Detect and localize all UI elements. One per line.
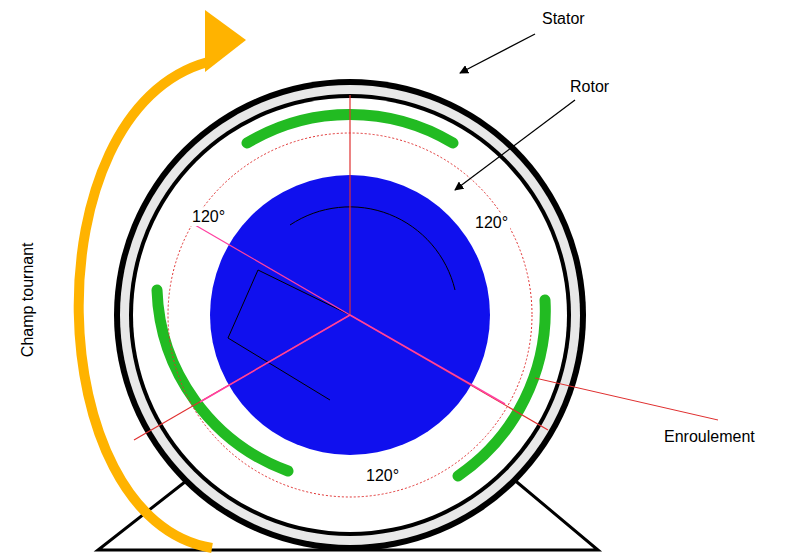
leader-line [535,378,718,420]
stator-winding [157,114,545,476]
phase-axis [200,315,350,402]
phase-axis [134,95,548,440]
stator-inner-edge [129,94,571,536]
phase-axis [350,315,505,404]
rotating-field-arrow [79,10,246,548]
part-label: Stator [540,10,587,28]
part-label: Enroulement [662,428,757,446]
angle-label: 120° [473,214,510,232]
field-label: Champ tournant [18,241,36,360]
angle-label: 120° [364,467,401,485]
stator-band [120,85,580,545]
leader-line [455,100,575,190]
leader-line [460,34,535,73]
angle-label: 120° [190,208,227,226]
stator-outer [114,79,586,551]
rotor-markings [228,207,455,400]
part-label: Rotor [568,78,611,96]
